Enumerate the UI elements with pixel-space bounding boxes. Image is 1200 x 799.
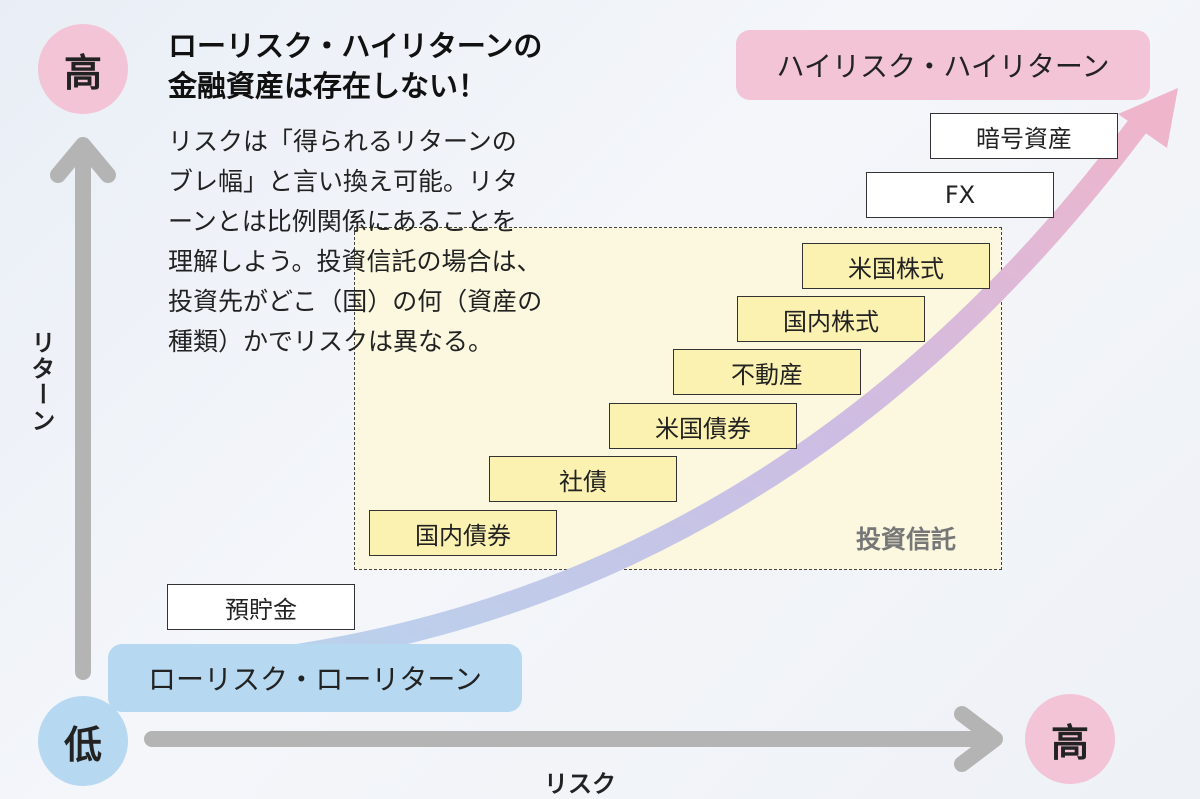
x-axis-arrow (144, 706, 1003, 772)
y-axis-high-marker: 高 (38, 24, 128, 114)
heading-line-1: ローリスク・ハイリターンの (168, 29, 543, 63)
paragraph-line: ブレ幅」と言い換え可能。リタ (168, 167, 519, 196)
asset-us-bonds: 米国債券 (609, 403, 797, 449)
y-axis-arrow (50, 137, 116, 680)
high-risk-high-return-label: ハイリスク・ハイリターン (736, 30, 1150, 100)
x-axis-label: リスク (544, 770, 616, 798)
asset-corporate-bonds: 社債 (489, 456, 677, 502)
explanation-paragraph: リスクは「得られるリターンの ブレ幅」と言い換え可能。リタ ーンとは比例関係にあ… (168, 122, 542, 362)
paragraph-line: ーンとは比例関係にあることを (168, 207, 517, 236)
paragraph-line: 投資先がどこ（国）の何（資産の (168, 287, 543, 316)
asset-fx: FX (866, 172, 1054, 218)
paragraph-line: 種類）かでリスクは異なる。 (168, 327, 494, 356)
asset-deposits: 預貯金 (167, 584, 355, 630)
x-axis-high-marker: 高 (1025, 694, 1115, 784)
paragraph-line: リスクは「得られるリターンの (168, 127, 517, 156)
heading-line-2: 金融資産は存在しない！ (168, 69, 488, 103)
heading: ローリスク・ハイリターンの 金融資産は存在しない！ (168, 26, 542, 106)
asset-real-estate: 不動産 (673, 349, 861, 395)
asset-crypto: 暗号資産 (930, 113, 1118, 159)
paragraph-line: 理解しよう。投資信託の場合は、 (168, 247, 542, 276)
origin-low-marker: 低 (38, 696, 128, 786)
y-axis-label: リターン (27, 330, 55, 434)
asset-us-stocks: 米国株式 (802, 243, 990, 289)
asset-domestic-bonds: 国内債券 (369, 510, 557, 556)
low-risk-low-return-label: ローリスク・ローリターン (108, 644, 522, 712)
asset-domestic-stocks: 国内株式 (737, 296, 925, 342)
investment-trust-label: 投資信託 (856, 525, 957, 554)
